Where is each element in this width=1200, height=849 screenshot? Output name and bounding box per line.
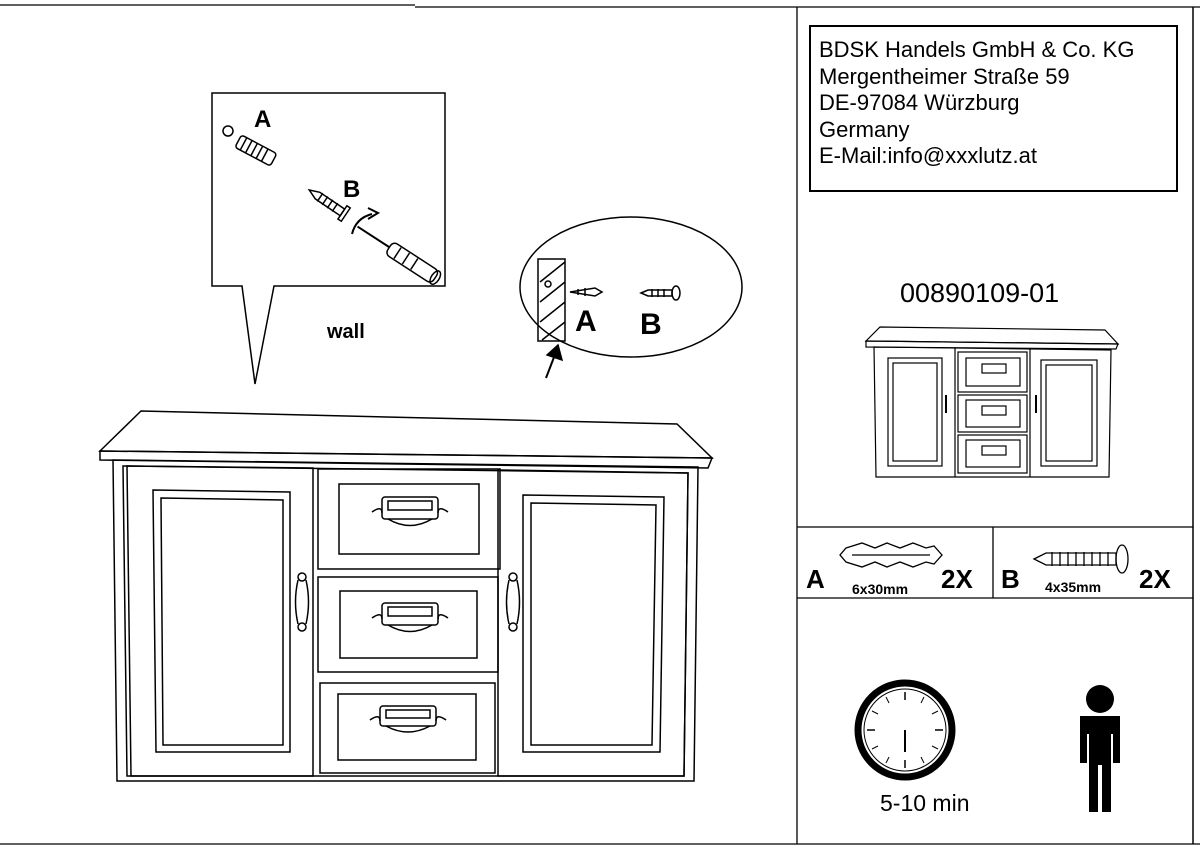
clock-icon: [854, 679, 956, 781]
part-a-size: 6x30mm: [852, 581, 909, 597]
company-email: E-Mail:info@xxxlutz.at: [819, 143, 1037, 168]
door-handle-icon: [505, 572, 521, 632]
screw-icon: [639, 285, 681, 301]
drawer-bottom: [319, 682, 496, 774]
company-address: BDSK Handels GmbH & Co. KG Mergentheimer…: [819, 37, 1134, 170]
part-a-anchor-icon: [839, 542, 943, 568]
drawer-handle-icon: [371, 602, 449, 633]
door-handle-icon: [294, 572, 310, 632]
company-country: Germany: [819, 116, 910, 142]
detail-label-a: A: [575, 305, 597, 338]
drawer-handle-icon: [369, 705, 447, 733]
callout-label-a: A: [254, 106, 272, 133]
screwdriver-icon: [356, 225, 442, 286]
part-b-letter: B: [1001, 564, 1020, 594]
wall-mount-callout: [211, 92, 446, 385]
one-person-icon: [1080, 685, 1120, 812]
wall-label: wall: [327, 321, 365, 343]
part-a-letter: A: [806, 564, 825, 594]
product-code: 00890109-01: [900, 278, 1060, 308]
part-b-qty: 2X: [1139, 564, 1171, 594]
drawer-top: [317, 468, 501, 570]
company-city: DE-97084 Würzburg: [819, 90, 1020, 115]
drawer-handle-icon: [371, 496, 449, 527]
part-b-screw-icon: [1032, 544, 1129, 574]
sideboard-drawing: [98, 410, 714, 782]
address-box: [809, 25, 1178, 192]
company-name: BDSK Handels GmbH & Co. KG: [819, 37, 1135, 62]
drawer-middle: [317, 576, 499, 673]
part-b-size: 4x35mm: [1045, 579, 1102, 595]
wall-detail-oval: [519, 216, 743, 379]
left-door: [126, 465, 314, 777]
screw-icon: [307, 188, 352, 223]
product-thumbnail: [864, 326, 1120, 478]
part-a-qty: 2X: [941, 564, 973, 594]
callout-label-b: B: [343, 176, 361, 203]
company-street: Mergentheimer Straße 59: [819, 63, 1070, 89]
detail-label-b: B: [640, 308, 662, 341]
wall-anchor-icon: [569, 287, 604, 297]
wall-anchor-icon: [235, 135, 277, 166]
assembly-time: 5-10 min: [880, 790, 970, 816]
rotate-arrow-icon: [351, 213, 373, 235]
right-door: [497, 469, 689, 777]
